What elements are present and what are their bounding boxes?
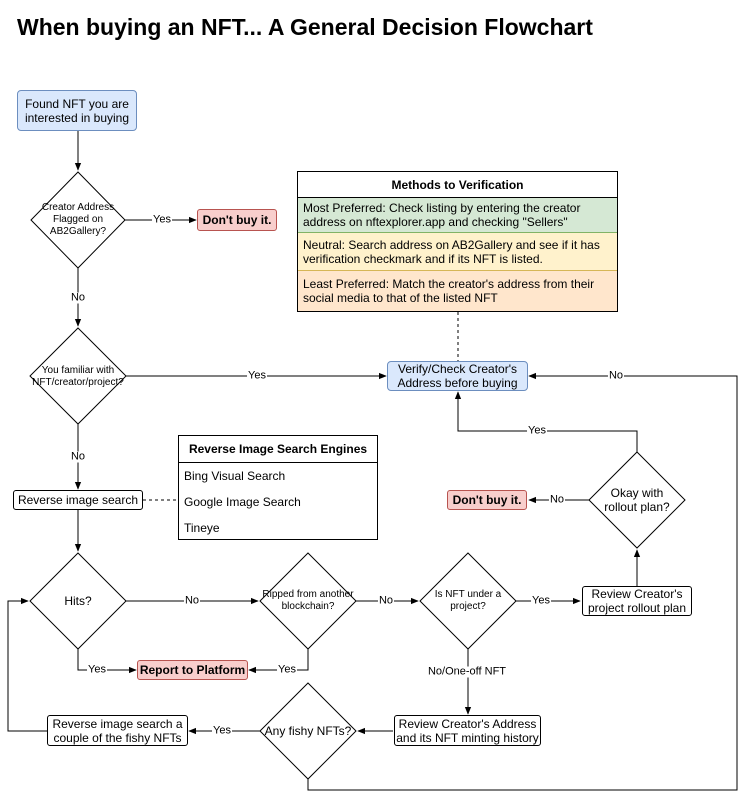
search-engines-title: Reverse Image Search Engines bbox=[179, 436, 377, 463]
edge-label-yes: Yes bbox=[277, 663, 297, 676]
under-project-question: Is NFT under a project? bbox=[428, 588, 508, 614]
verify-address-node: Verify/Check Creator's Address before bu… bbox=[387, 361, 528, 391]
dont-buy-label: Don't buy it. bbox=[202, 213, 272, 227]
hits-text: Hits? bbox=[64, 594, 92, 608]
edge-reverse-hits-loop bbox=[7, 597, 47, 732]
edge-label-yes: Yes bbox=[531, 594, 551, 607]
fishy-text: Any fishy NFTs? bbox=[264, 724, 352, 738]
ripped-text: Ripped from another blockchain? bbox=[262, 589, 354, 612]
edge-okay-verify bbox=[454, 391, 638, 452]
okay-rollout-question: Okay with rollout plan? bbox=[599, 486, 675, 514]
edge-label-no: No bbox=[548, 493, 566, 506]
edge-label-yes: Yes bbox=[527, 424, 547, 437]
under-project-text: Is NFT under a project? bbox=[434, 589, 502, 612]
edge-label-no: No bbox=[183, 594, 201, 607]
verification-method-neutral: Neutral: Search address on AB2Gallery an… bbox=[298, 233, 617, 271]
reverse-fishy-label: Reverse image search a couple of the fis… bbox=[52, 716, 183, 745]
edge-label-yes: Yes bbox=[152, 213, 172, 226]
verify-address-label: Verify/Check Creator's Address before bu… bbox=[397, 362, 518, 390]
verification-methods-panel: Methods to Verification Most Preferred: … bbox=[297, 171, 618, 312]
reverse-image-search-node: Reverse image search bbox=[13, 490, 143, 510]
reverse-image-search-label: Reverse image search bbox=[17, 493, 139, 507]
review-history-label: Review Creator's Address and its NFT min… bbox=[396, 716, 539, 745]
edge-label-no: No bbox=[69, 291, 87, 304]
edge-label-no: No bbox=[607, 369, 625, 382]
familiar-question: You familiar with NFT/creator/project? bbox=[26, 364, 130, 390]
edge-ripped-report bbox=[248, 649, 309, 674]
verification-method-least: Least Preferred: Match the creator's add… bbox=[298, 271, 617, 311]
start-label: Found NFT you are interested in buying bbox=[24, 96, 130, 125]
dont-buy-node-1: Don't buy it. bbox=[197, 209, 277, 231]
search-engine-item: Bing Visual Search bbox=[184, 469, 286, 483]
verification-method-preferred: Most Preferred: Check listing by enterin… bbox=[298, 198, 617, 233]
report-platform-node: Report to Platform bbox=[137, 660, 248, 680]
search-engine-item: Google Image Search bbox=[184, 495, 301, 509]
diamond-okay-rollout bbox=[588, 451, 686, 549]
page-title: When buying an NFT... A General Decision… bbox=[17, 14, 593, 40]
start-node: Found NFT you are interested in buying bbox=[17, 90, 137, 131]
review-rollout-label: Review Creator's project rollout plan bbox=[587, 587, 687, 615]
fishy-question: Any fishy NFTs? bbox=[258, 724, 358, 738]
dont-buy-label-2: Don't buy it. bbox=[452, 493, 522, 507]
edge-label-yes: Yes bbox=[87, 663, 107, 676]
ripped-question: Ripped from another blockchain? bbox=[256, 588, 360, 614]
report-platform-label: Report to Platform bbox=[139, 663, 246, 677]
search-engine-item: Tineye bbox=[184, 521, 220, 535]
verification-methods-title: Methods to Verification bbox=[298, 172, 617, 198]
review-rollout-node: Review Creator's project rollout plan bbox=[582, 586, 692, 616]
review-history-node: Review Creator's Address and its NFT min… bbox=[394, 715, 541, 746]
okay-rollout-text: Okay with rollout plan? bbox=[604, 486, 670, 514]
edge-label-one-off: No/One-off NFT bbox=[426, 665, 508, 678]
edge-label-no: No bbox=[69, 450, 87, 463]
dont-buy-node-2: Don't buy it. bbox=[447, 490, 527, 510]
creator-flagged-text: Creator Address Flagged on AB2Gallery? bbox=[41, 202, 115, 237]
edge-label-yes: Yes bbox=[212, 724, 232, 737]
edge-label-no: No bbox=[377, 594, 395, 607]
edge-fishy-verify bbox=[307, 372, 738, 791]
search-engines-panel: Reverse Image Search Engines Bing Visual… bbox=[178, 435, 378, 540]
hits-question: Hits? bbox=[30, 594, 126, 608]
reverse-fishy-node: Reverse image search a couple of the fis… bbox=[47, 715, 188, 746]
creator-flagged-question: Creator Address Flagged on AB2Gallery? bbox=[31, 200, 125, 240]
edge-hits-report bbox=[77, 649, 137, 674]
familiar-text: You familiar with NFT/creator/project? bbox=[32, 365, 124, 388]
edge-label-yes: Yes bbox=[247, 369, 267, 382]
